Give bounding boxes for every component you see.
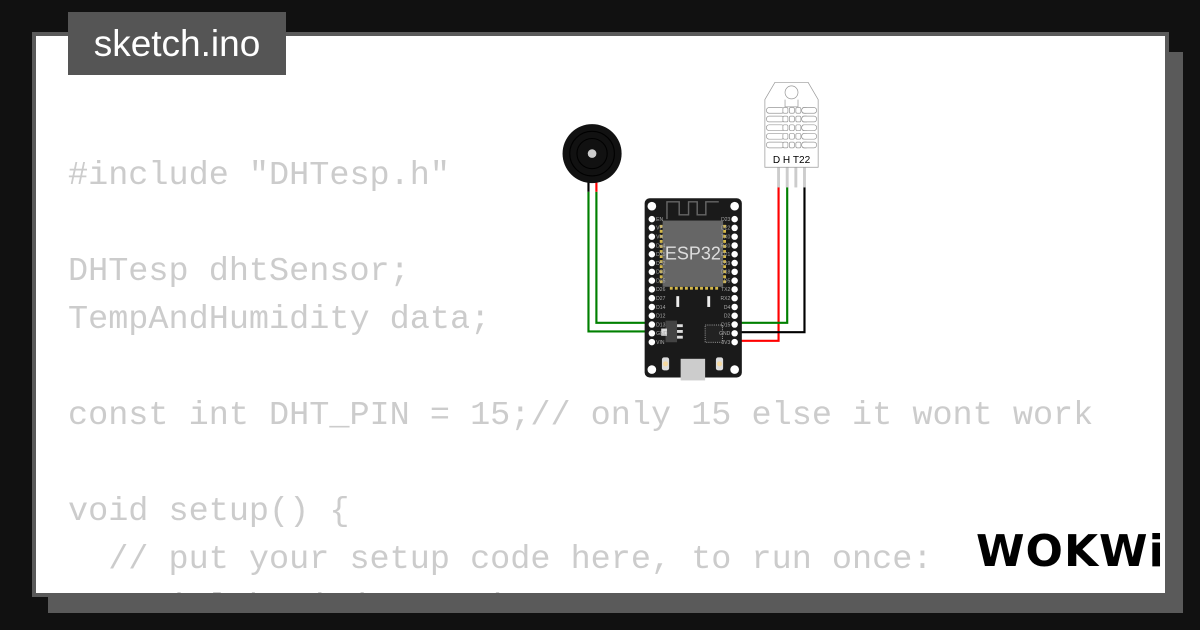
buzzer[interactable] <box>562 124 622 184</box>
code-line: DHTesp dhtSensor; <box>68 253 410 291</box>
pin-label: GND <box>719 331 731 337</box>
pin-label: D5 <box>724 278 731 284</box>
pin-gnd[interactable] <box>648 330 656 337</box>
pin-vp[interactable] <box>648 224 656 232</box>
pin-label: D35 <box>656 252 665 258</box>
pin-label: TX2 <box>721 287 730 293</box>
pin-label: D33 <box>656 270 665 276</box>
code-line: Serial.begin(115200); <box>68 584 530 593</box>
pin-en[interactable] <box>648 215 656 223</box>
pin-3v3[interactable] <box>731 338 738 346</box>
pin-label: D4 <box>724 305 731 311</box>
code-line: TempAndHumidity data; <box>68 301 491 339</box>
code-line: #include "DHTesp.h" <box>68 157 450 195</box>
pin-label: VP <box>656 226 663 232</box>
wires <box>587 182 806 342</box>
pin-label: D34 <box>656 243 665 249</box>
pin-d12[interactable] <box>648 312 656 319</box>
pin-label: D32 <box>656 261 665 267</box>
pin-d5[interactable] <box>731 277 738 284</box>
pin-d22[interactable] <box>731 224 738 232</box>
pin-label: D12 <box>656 314 665 320</box>
pin-label: D19 <box>721 261 730 267</box>
pin-label: 3V3 <box>721 340 730 346</box>
code-line: void setup() { <box>68 493 350 531</box>
pin-d19[interactable] <box>731 259 738 267</box>
pin-vn[interactable] <box>648 233 656 240</box>
pin-d27[interactable] <box>648 294 656 302</box>
pin-label: VIN <box>656 340 665 346</box>
file-tab[interactable]: sketch.ino <box>68 12 286 75</box>
pin-d35[interactable] <box>648 251 656 258</box>
code-line: // put your setup code here, to run once… <box>68 541 933 579</box>
pin-rx0[interactable] <box>731 242 738 249</box>
pin-label: TX0 <box>721 234 730 240</box>
code-line: const int DHT_PIN = 15;// only 15 else i… <box>68 397 1094 435</box>
pin-d14[interactable] <box>648 303 656 311</box>
board-label: ESP32 <box>665 243 721 263</box>
pin-label: VN <box>656 234 663 240</box>
wire-dht-data <box>735 185 789 324</box>
pin-d32[interactable] <box>648 259 656 267</box>
pin-label: D2 <box>724 314 731 320</box>
pin-d4[interactable] <box>731 303 738 311</box>
pin-label: D22 <box>721 226 730 232</box>
pin-tx0[interactable] <box>731 233 738 240</box>
dht22-sensor[interactable]: D H T22 <box>764 81 819 188</box>
pin-d34[interactable] <box>648 242 656 249</box>
pin-label: D18 <box>721 270 730 276</box>
pin-label: D27 <box>656 296 665 302</box>
wire-dht-vcc <box>735 185 780 342</box>
wokwi-logo: WOKWi <box>976 526 1165 577</box>
pin-d13[interactable] <box>648 321 656 328</box>
pin-rx2[interactable] <box>731 294 738 302</box>
pin-d18[interactable] <box>731 268 738 276</box>
sensor-label: D H T22 <box>773 155 811 166</box>
pin-label: D26 <box>656 287 665 293</box>
pin-label: RX2 <box>721 296 731 302</box>
pin-label: D21 <box>721 252 730 258</box>
pin-label: GND <box>656 331 668 337</box>
pin-label: D25 <box>656 278 665 284</box>
pin-label: D14 <box>656 305 665 311</box>
wire-buzzer-gnd <box>587 191 652 333</box>
pin-gnd[interactable] <box>731 330 738 337</box>
code-preview: #include "DHTesp.h" DHTesp dhtSensor; Temp… <box>68 152 1094 593</box>
pin-label: D23 <box>721 217 730 223</box>
pin-label: RX0 <box>721 243 731 249</box>
pin-label: EN <box>656 217 663 223</box>
pin-label: D15 <box>721 322 730 328</box>
pin-d33[interactable] <box>648 268 656 276</box>
pin-tx2[interactable] <box>731 286 738 293</box>
pin-d21[interactable] <box>731 251 738 258</box>
esp32-board[interactable]: ESP32 ENVPVND34D35D32D33D25D26D27D14D12D… <box>644 198 742 381</box>
wire-buzzer-signal <box>595 191 652 324</box>
pin-label: D13 <box>656 322 665 328</box>
pin-d15[interactable] <box>731 321 738 328</box>
pin-d2[interactable] <box>731 312 738 319</box>
pin-d26[interactable] <box>648 286 656 293</box>
wire-dht-gnd <box>735 185 806 334</box>
pin-d23[interactable] <box>731 215 738 223</box>
pin-vin[interactable] <box>648 338 656 346</box>
pin-d25[interactable] <box>648 277 656 284</box>
